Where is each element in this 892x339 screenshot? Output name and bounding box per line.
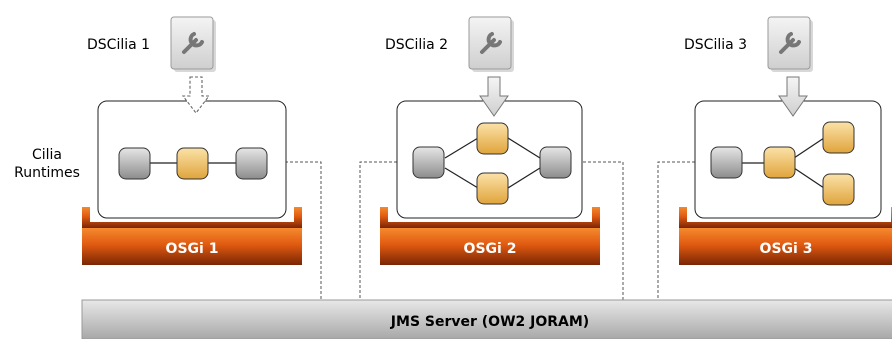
mediator-node xyxy=(822,121,855,154)
document-wrench-icon xyxy=(170,16,216,72)
dscilia-label-3: DSCilia 3 xyxy=(684,37,747,53)
document-wrench-icon xyxy=(767,16,813,72)
osgi-platform-1: OSGi 1 xyxy=(82,207,302,265)
osgi-label-2: OSGi 2 xyxy=(464,241,517,257)
mediator-node xyxy=(763,146,796,179)
mediator-node xyxy=(539,146,572,179)
cilia-edges xyxy=(150,137,825,189)
mediator-node xyxy=(822,173,855,206)
jms-server-bar: JMS Server (OW2 JORAM) xyxy=(81,299,892,339)
deploy-arrow-2 xyxy=(479,76,509,117)
osgi-platform-2: OSGi 2 xyxy=(380,207,600,265)
document-wrench-icon xyxy=(468,16,514,72)
connection-line-2a xyxy=(359,161,412,300)
connection-line-1 xyxy=(270,161,322,300)
connection-line-2b xyxy=(573,161,624,300)
mediator-node xyxy=(476,122,509,155)
dscilia-label-1: DSCilia 1 xyxy=(87,37,150,53)
mediator-node xyxy=(118,147,151,180)
osgi-label-1: OSGi 1 xyxy=(166,241,219,257)
mediator-node xyxy=(710,146,743,179)
connection-line-3 xyxy=(657,161,710,300)
runtimes-label-line2: Runtimes xyxy=(14,165,80,181)
jms-server-label: JMS Server (OW2 JORAM) xyxy=(390,314,589,330)
osgi-label-3: OSGi 3 xyxy=(760,241,813,257)
runtimes-label-line1: Cilia xyxy=(32,147,62,163)
deploy-arrow-1 xyxy=(181,76,211,114)
mediator-node xyxy=(176,147,209,180)
mediator-node xyxy=(476,172,509,205)
osgi-platform-3: OSGi 3 xyxy=(679,207,892,265)
dscilia-label-2: DSCilia 2 xyxy=(385,37,448,53)
mediator-node xyxy=(235,147,268,180)
mediator-node xyxy=(412,146,445,179)
jms-connection-lines xyxy=(270,161,710,300)
deploy-arrow-3 xyxy=(778,76,808,117)
